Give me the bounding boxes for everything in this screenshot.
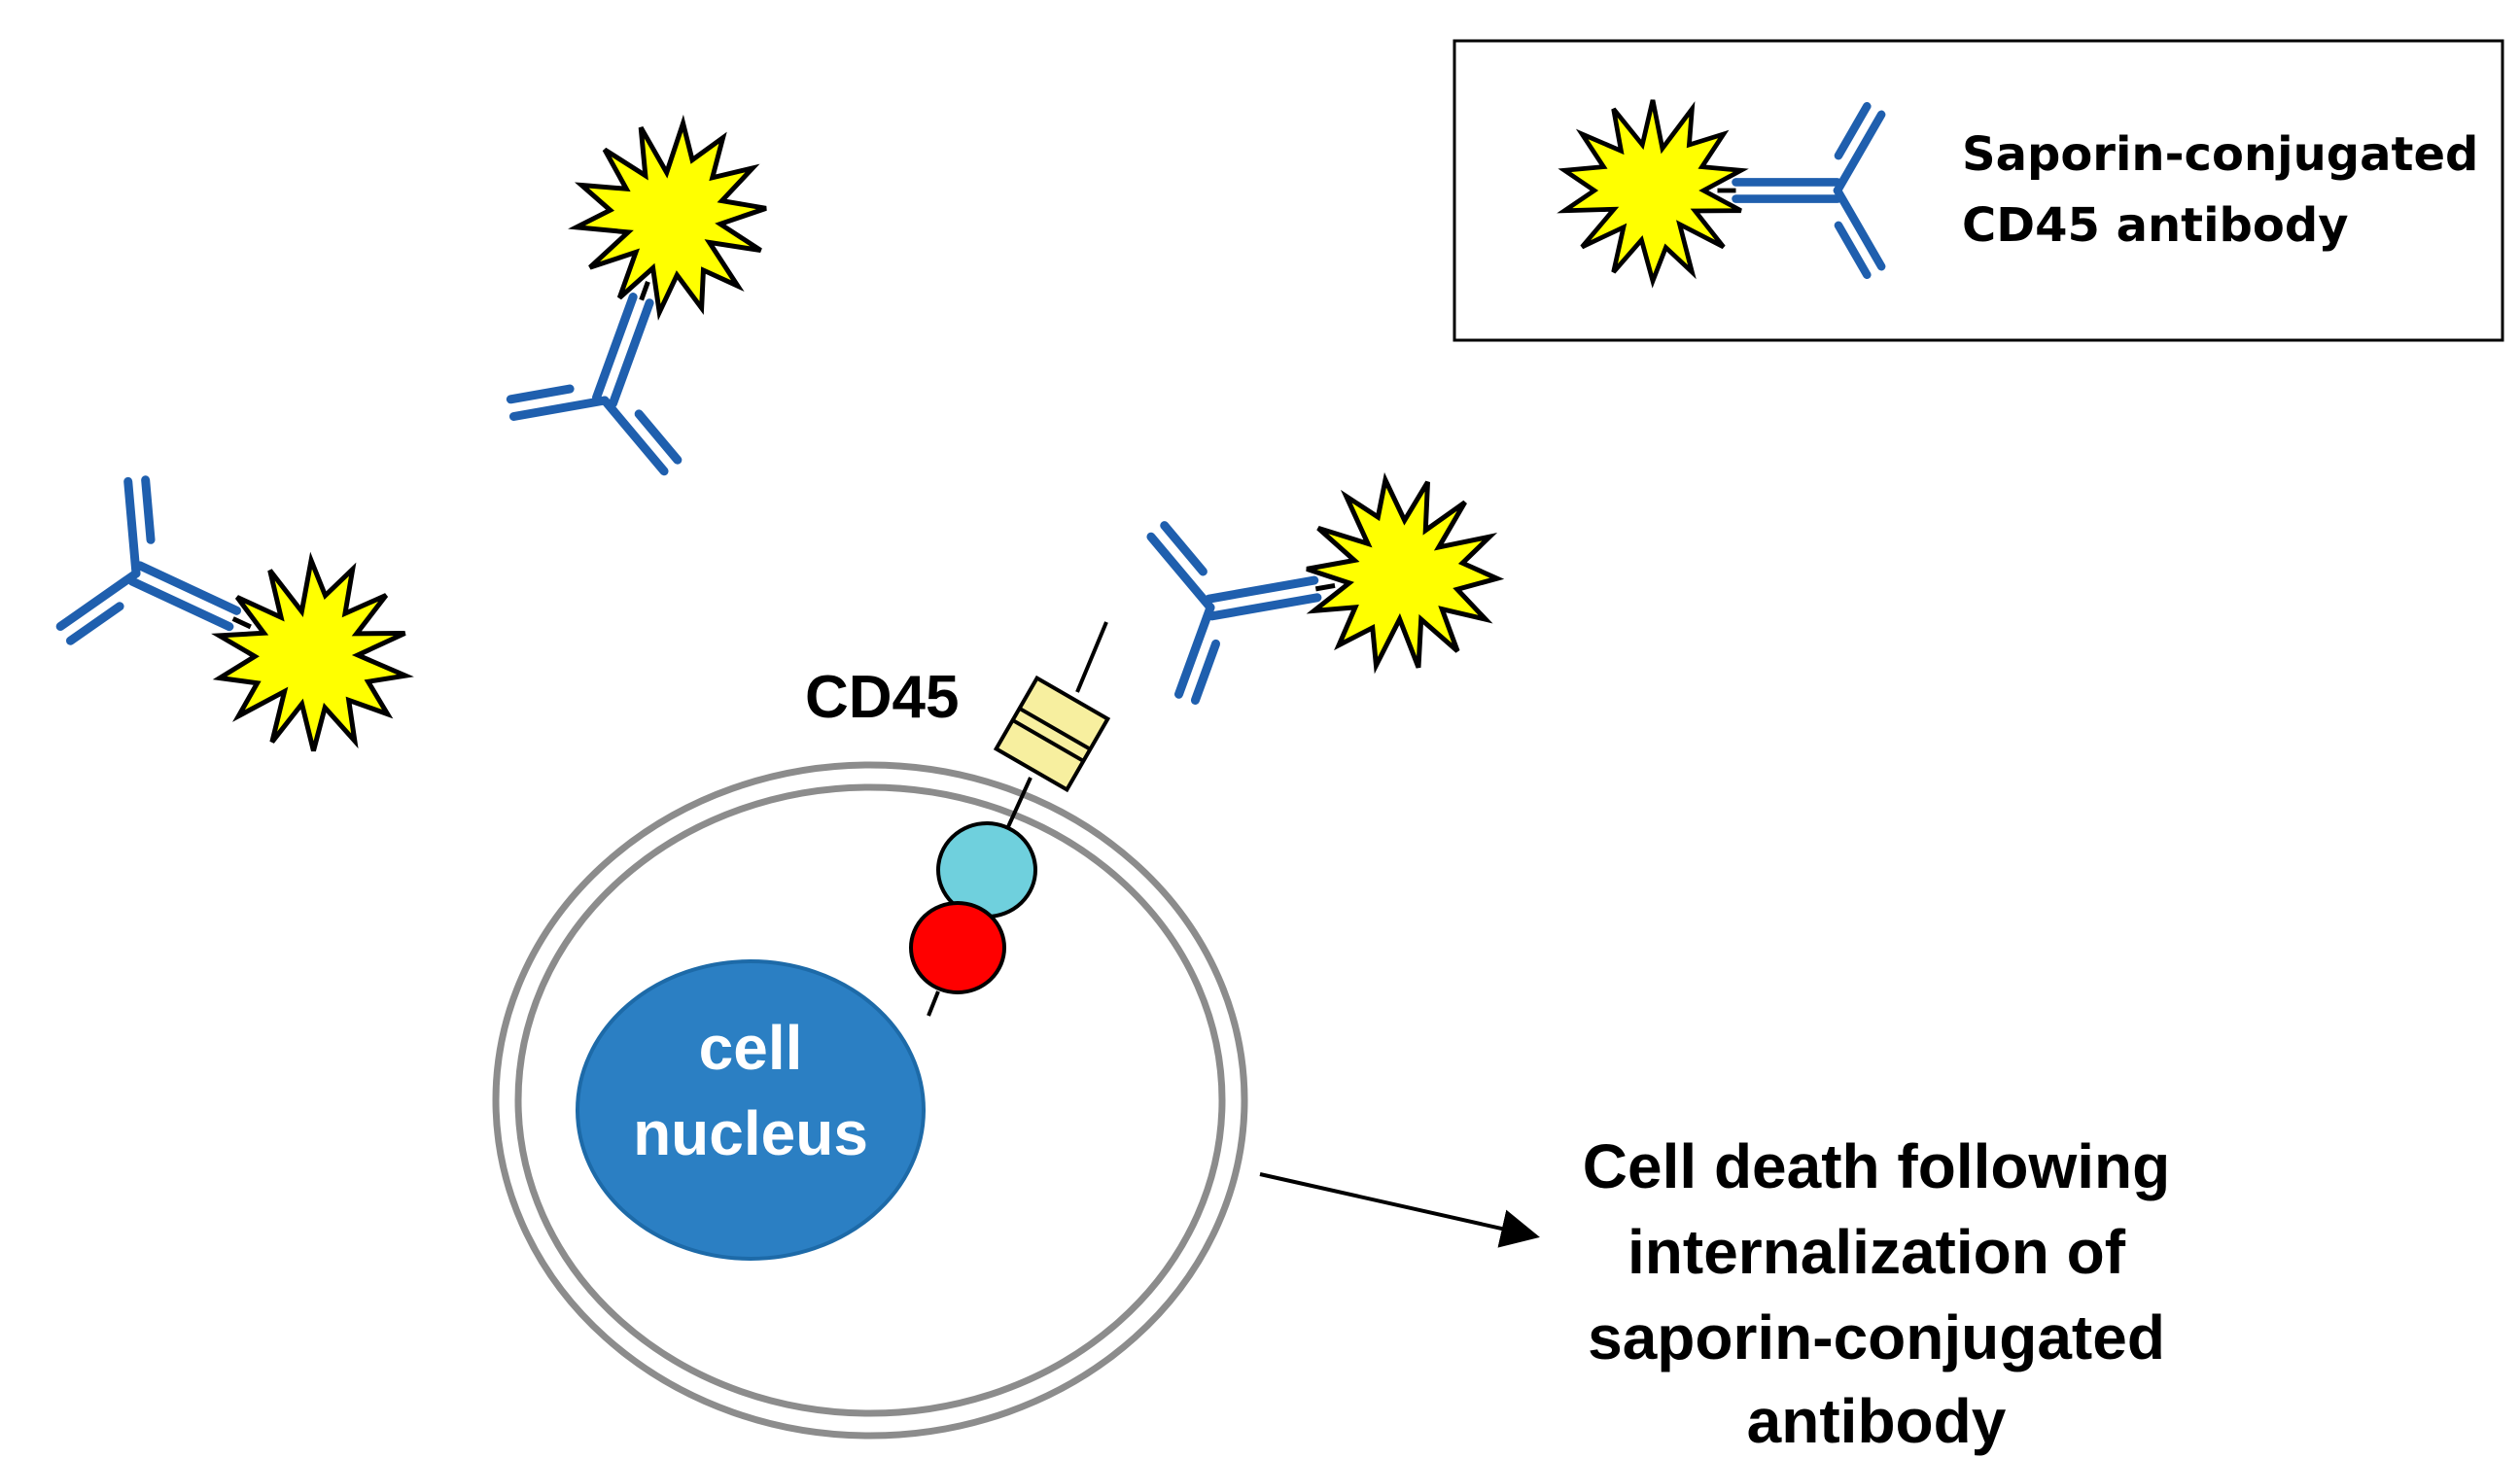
saporin-linker (639, 280, 650, 301)
saporin-antibody-conjugate-icon (1557, 99, 1886, 289)
antibody-light-chain (1190, 639, 1221, 705)
antibody-arm (1174, 603, 1215, 699)
antibody-heavy-chain (608, 298, 654, 408)
cd45-label: CD45 (805, 664, 960, 731)
outcome-line3: saporin-conjugated (1588, 1302, 2165, 1372)
nucleus-label-line1: cell (699, 1013, 803, 1083)
free-antibody-conjugate-top (506, 114, 767, 476)
receptor-tail (927, 990, 940, 1017)
target-cell: cell nucleus (492, 761, 1248, 1440)
antibody-arm (1833, 186, 1886, 271)
antibody-arm (508, 396, 610, 421)
cell-nucleus (576, 959, 926, 1261)
antibody-light-chain (634, 409, 682, 465)
saporin-toxin-icon (211, 551, 414, 752)
antibody-heavy-chain (1208, 593, 1322, 621)
outcome-line1: Cell death following (1583, 1131, 2170, 1201)
saporin-toxin-icon (568, 114, 767, 321)
cd45-receptor: CD45 (805, 621, 1111, 1017)
outcome-text: Cell death following internalization of … (1583, 1131, 2170, 1456)
receptor-transmembrane (1004, 777, 1032, 832)
bound-antibody-conjugate (1146, 471, 1505, 705)
saporin-toxin-icon (1306, 471, 1505, 675)
antibody-light-chain (506, 384, 575, 404)
antibody-arm (55, 569, 141, 631)
receptor-stalk-top (1075, 621, 1108, 693)
legend-label-line2: CD45 antibody (1962, 198, 2349, 253)
outcome-line4: antibody (1747, 1386, 2007, 1456)
antibody-light-chain (141, 475, 156, 544)
outcome-line2: internalization of (1628, 1217, 2126, 1287)
antibody-light-chain (1160, 521, 1208, 576)
antibody-light-chain (66, 602, 124, 645)
antibody-light-chain (1834, 102, 1872, 160)
free-antibody-conjugate-left (55, 475, 414, 752)
antibody-light-chain (1834, 221, 1872, 279)
cd45-extracellular-box (993, 675, 1111, 793)
legend-box: Saporin-conjugated CD45 antibody (1452, 39, 2504, 342)
antibody-arm (600, 396, 669, 476)
saporin-toxin-icon (1557, 99, 1749, 289)
outcome-arrow (1259, 1172, 1540, 1248)
legend-label-line1: Saporin-conjugated (1962, 127, 2478, 182)
antibody-heavy-chain (592, 293, 638, 402)
antibody-arm (1146, 532, 1215, 612)
saporin-linker (1314, 582, 1336, 592)
antibody-arm (1833, 110, 1886, 195)
antibody-heavy-chain (127, 576, 234, 632)
antibody-heavy-chain (135, 561, 241, 615)
antibody-arm (123, 476, 141, 578)
nucleus-label-line2: nucleus (633, 1098, 868, 1168)
antibody-heavy-chain (1204, 575, 1319, 604)
cd45-red-domain (909, 901, 1006, 994)
saporin-linker (231, 616, 252, 630)
